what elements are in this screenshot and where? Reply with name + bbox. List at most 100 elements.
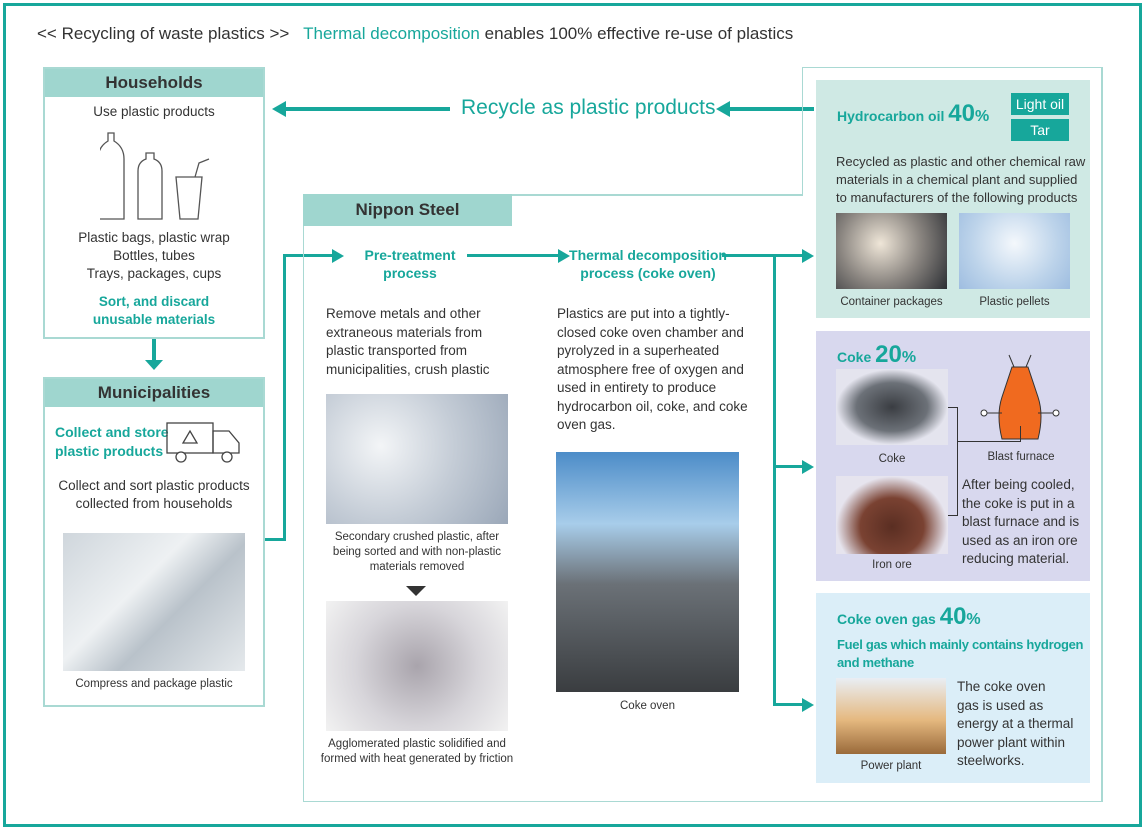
desc-text: The coke oven [957,679,1046,694]
percent-unit: % [974,108,990,125]
arrow-right-icon [558,249,570,263]
desc-text: energy at a thermal [957,716,1074,731]
title-highlight: Thermal decomposition [303,24,480,43]
arrow-left-icon [716,101,730,117]
photo-caption: Compress and package plastic [75,678,233,690]
municipalities-box: Municipalities Collect and store plastic … [43,377,265,707]
crushed-plastic-photo [326,394,508,524]
title-prefix: << Recycling of waste plastics >> [37,24,290,43]
arrow-left-icon [272,101,286,117]
thermal-title: process (coke oven) [580,265,716,281]
households-header: Households [45,69,263,97]
desc-text: extraneous materials from [326,324,483,340]
connector-line [957,407,958,515]
desc-text: hydrocarbon oil, coke, and coke [557,398,748,414]
divider [1101,67,1103,802]
blast-furnace-icon [980,354,1060,440]
desc-text: reducing material. [962,551,1070,566]
divider [511,194,803,196]
collect-text: Collect and store [55,424,169,440]
arrow-line [722,254,774,257]
pretreat-title: Pre-treatment [364,247,456,263]
thermal-title: Thermal decomposition [569,247,727,263]
photo-caption: Iron ore [872,559,912,571]
connector-line [948,407,958,408]
percent-unit: % [901,349,917,366]
container-packages-photo [836,213,947,289]
caption-text: materials removed [369,561,465,573]
coke-photo [836,369,948,445]
desc-text: gas is used as [957,697,1044,713]
photo-caption: Plastic pellets [979,296,1050,308]
arrow-line [152,339,156,361]
hydrocarbon-panel: Hydrocarbon oil 40% Light oil Tar Recycl… [816,80,1090,318]
plastic-bottles-icon [100,132,210,220]
desc-text: to manufacturers of the following produc… [836,190,1078,205]
percent-unit: % [966,611,981,628]
light-oil-tag: Light oil [1011,93,1069,115]
hydrocarbon-label: Hydrocarbon oil [837,108,945,124]
desc-text: After being cooled, [962,477,1075,492]
caption-text: Agglomerated plastic solidified and [328,738,506,750]
desc-text: municipalities, crush plastic [326,361,490,377]
desc-text: materials in a chemical plant and suppli… [836,172,1078,187]
arrow-right-icon [802,460,814,474]
use-label: Use plastic products [93,104,215,119]
sort-text: Sort, and discard [98,294,210,309]
nippon-steel-box [303,194,1103,802]
sort-text: unusable materials [92,312,216,327]
desc-text: collected from households [75,496,233,511]
connector-line [265,538,285,541]
desc-text: Collect and sort plastic products [58,478,250,493]
caption-text: Secondary crushed plastic, after [334,531,500,543]
arrow-line [285,107,450,111]
coke-percent: 20 [875,341,902,368]
desc-text: the coke is put in a [962,495,1075,511]
connector-line [283,254,333,257]
desc-text: Recycled as plastic and other chemical r… [836,154,1086,169]
desc-text: plastic transported from [326,343,468,358]
item-text: Bottles, tubes [113,248,195,263]
collect-text: plastic products [55,442,164,459]
tar-tag: Tar [1011,119,1069,141]
arrow-right-icon [802,249,814,263]
nippon-steel-header: Nippon Steel [303,194,512,226]
desc-text: power plant within [957,734,1066,750]
municipalities-header: Municipalities [45,379,263,407]
gas-subtitle: Fuel gas which mainly contains hydrogen [837,637,1084,652]
coke-oven-photo [556,452,739,692]
photo-caption: Blast furnace [987,451,1055,463]
caption-text: being sorted and with non-plastic [332,546,502,558]
power-plant-photo [836,678,946,754]
page-title: << Recycling of waste plastics >> Therma… [37,24,793,44]
photo-caption: Coke oven [620,700,675,712]
households-box: Households Use plastic products Plastic … [43,67,265,339]
desc-text: Remove metals and other [326,306,481,321]
title-suffix: enables 100% effective re-use of plastic… [484,24,794,43]
agglomerated-plastic-photo [326,601,508,731]
arrow-right-icon [332,249,344,263]
item-text: Plastic bags, plastic wrap [78,230,230,245]
arrow-right-icon [802,698,814,712]
connector-line [283,254,286,541]
plastic-pellets-photo [959,213,1070,289]
triangle-down-icon [406,586,426,596]
recycle-label: Recycle as plastic products [461,96,716,119]
arrow-down-icon [145,360,163,370]
coke-label: Coke [837,349,872,365]
gas-subtitle: and methane [837,655,914,670]
gas-label: Coke oven gas [837,611,936,627]
pretreat-title: process [383,265,437,281]
recycling-truck-icon [166,422,240,463]
arrow-line [773,254,803,257]
desc-text: steelworks. [957,753,1025,768]
connector-line [948,515,958,516]
connector-line [1020,426,1021,442]
photo-caption: Coke [878,453,906,465]
outer-frame [3,3,1142,827]
products-frame [802,67,1103,195]
coke-oven-gas-panel: Coke oven gas 40% Fuel gas which mainly … [816,593,1090,783]
desc-text: atmosphere free of oxygen and [557,361,744,377]
gas-percent: 40 [939,603,967,630]
arrow-line [729,107,814,111]
